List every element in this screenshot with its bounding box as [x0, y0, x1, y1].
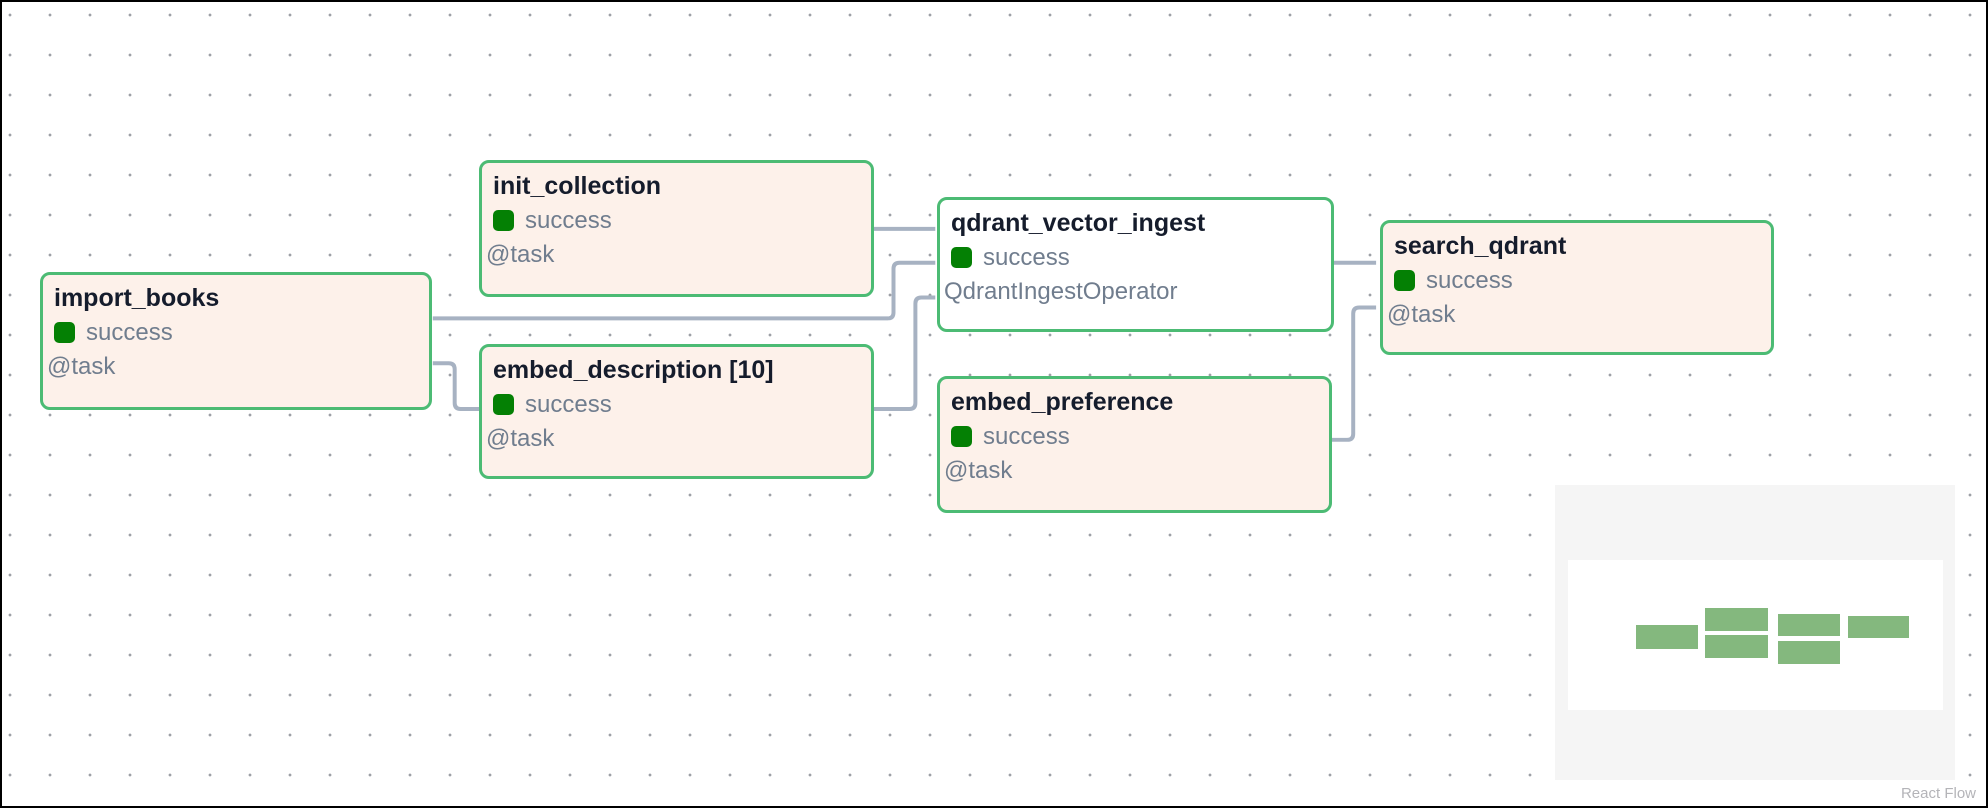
edge-embed_preference-to-search_qdrant	[1328, 305, 1377, 442]
task-title: embed_preference	[951, 388, 1174, 416]
task-status-row: success	[951, 243, 1319, 271]
task-operator-label: @task	[486, 425, 555, 452]
task-operator-label: @task	[1387, 301, 1456, 328]
react-flow-attribution-link[interactable]: React Flow	[1896, 783, 1980, 804]
minimap[interactable]	[1555, 485, 1955, 780]
task-title: qdrant_vector_ingest	[951, 209, 1206, 237]
task-title: search_qdrant	[1394, 232, 1567, 260]
edge-import_books-to-embed_description	[432, 361, 480, 411]
minimap-node-search_qdrant	[1848, 616, 1909, 638]
status-success-icon	[493, 394, 514, 415]
status-success-icon	[493, 210, 514, 231]
task-node-search_qdrant[interactable]: search_qdrant success @task	[1380, 220, 1774, 355]
task-operator-label: QdrantIngestOperator	[944, 278, 1178, 305]
task-status-row: success	[493, 206, 859, 234]
task-node-embed_preference[interactable]: embed_preference success @task	[937, 376, 1332, 513]
task-status-row: success	[951, 422, 1317, 450]
minimap-node-import_books	[1636, 625, 1698, 649]
minimap-node-qdrant_vector_ingest	[1778, 614, 1840, 636]
task-title: import_books	[54, 284, 220, 312]
status-success-icon	[54, 322, 75, 343]
status-success-icon	[951, 247, 972, 268]
minimap-node-embed_description	[1705, 635, 1768, 658]
task-status-label: success	[525, 206, 612, 234]
task-status-row: success	[493, 390, 859, 418]
task-node-embed_description[interactable]: embed_description [10] success @task	[479, 344, 874, 479]
task-node-qdrant_vector_ingest[interactable]: qdrant_vector_ingest success QdrantInges…	[937, 197, 1334, 332]
task-title: embed_description [10]	[493, 356, 774, 384]
task-title: init_collection	[493, 172, 662, 200]
task-status-row: success	[54, 318, 417, 346]
task-node-import_books[interactable]: import_books success @task	[40, 272, 432, 410]
task-operator-label: @task	[944, 457, 1013, 484]
status-success-icon	[951, 426, 972, 447]
minimap-node-init_collection	[1705, 608, 1768, 631]
task-status-label: success	[86, 318, 173, 346]
task-status-label: success	[983, 422, 1070, 450]
task-node-init_collection[interactable]: init_collection success @task	[479, 160, 874, 297]
task-status-label: success	[1426, 266, 1513, 294]
task-status-label: success	[525, 390, 612, 418]
task-status-row: success	[1394, 266, 1759, 294]
edge-embed_description-to-qdrant_vector_ingest	[872, 295, 936, 411]
minimap-node-embed_preference	[1778, 641, 1840, 664]
task-operator-label: @task	[47, 353, 116, 380]
task-operator-label: @task	[486, 241, 555, 268]
task-status-label: success	[983, 243, 1070, 271]
status-success-icon	[1394, 270, 1415, 291]
